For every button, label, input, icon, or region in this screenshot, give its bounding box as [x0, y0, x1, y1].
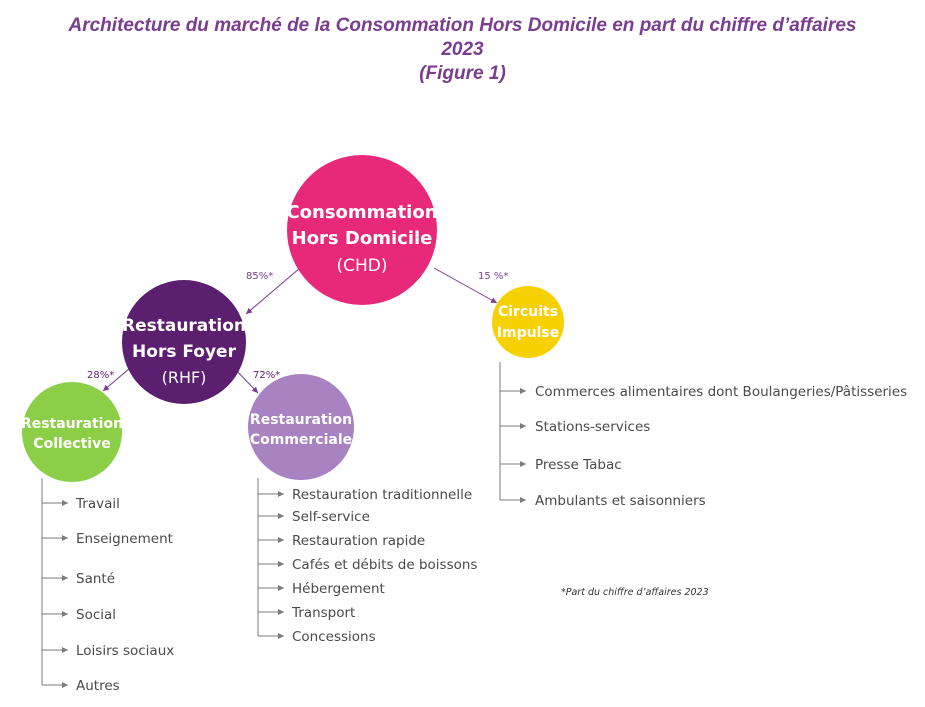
node-rhf: Restauration Hors Foyer (RHF) — [122, 280, 246, 404]
node-restauration-commerciale: Restauration Commerciale — [248, 374, 354, 480]
list-item-collective-4: Loisirs sociaux — [42, 643, 174, 659]
list-item-collective-0: Travail — [42, 496, 120, 512]
node-rhf-line1: Restauration — [122, 316, 246, 336]
node-collective-line2: Collective — [33, 436, 110, 452]
node-commerciale-line1: Restauration — [250, 412, 352, 428]
list-item-label: Commerces alimentaires dont Boulangeries… — [535, 384, 907, 400]
node-circuits-impulse: Circuits Impulse — [492, 286, 564, 358]
list-item-label: Stations-services — [535, 419, 650, 435]
list-item-commerciale-0: Restauration traditionnelle — [258, 487, 472, 503]
connector-chd-circuits — [433, 267, 498, 304]
node-commerciale-line2: Commerciale — [250, 432, 352, 448]
node-commerciale-circle — [248, 374, 354, 480]
list-item-label: Santé — [76, 571, 115, 587]
node-collective-circle — [22, 382, 122, 482]
list-item-collective-2: Santé — [42, 571, 115, 587]
list-item-collective-5: Autres — [42, 678, 120, 694]
list-item-circuits-1: Stations-services — [500, 419, 650, 435]
node-collective-line1: Restauration — [21, 416, 123, 432]
title-line-2: 2023 — [441, 39, 484, 60]
list-item-circuits-2: Presse Tabac — [500, 457, 622, 473]
node-restauration-collective: Restauration Collective — [21, 382, 123, 482]
list-commerciale: Restauration traditionnelle Self-service… — [257, 478, 477, 645]
list-circuits: Commerces alimentaires dont Boulangeries… — [499, 362, 907, 509]
list-item-label: Presse Tabac — [535, 457, 622, 473]
list-item-label: Concessions — [292, 629, 376, 645]
percent-circuits: 15 %* — [478, 271, 508, 282]
list-item-label: Autres — [76, 678, 120, 694]
node-chd-circle — [287, 155, 437, 305]
list-item-commerciale-2: Restauration rapide — [258, 533, 425, 549]
list-item-label: Loisirs sociaux — [76, 643, 174, 659]
node-chd-line2: Hors Domicile — [292, 228, 433, 249]
node-rhf-line2: Hors Foyer — [132, 342, 237, 362]
node-chd: Consommation Hors Domicile (CHD) — [286, 155, 438, 305]
list-item-circuits-3: Ambulants et saisonniers — [500, 493, 706, 509]
node-rhf-line3: (RHF) — [162, 368, 207, 387]
list-item-commerciale-5: Transport — [258, 605, 355, 621]
list-item-label: Restauration traditionnelle — [292, 487, 472, 503]
list-item-commerciale-6: Concessions — [258, 629, 376, 645]
connector-rhf-collective — [102, 367, 131, 392]
node-circuits-circle — [492, 286, 564, 358]
node-chd-line3: (CHD) — [336, 256, 387, 276]
list-item-label: Travail — [75, 496, 120, 512]
node-circuits-line2: Impulse — [497, 325, 559, 341]
connector-chd-rhf — [245, 267, 301, 315]
list-item-commerciale-4: Hébergement — [258, 581, 385, 597]
list-item-label: Cafés et débits de boissons — [292, 557, 477, 573]
list-item-label: Transport — [291, 605, 355, 621]
percent-collective: 28%* — [87, 370, 114, 381]
list-item-label: Self-service — [292, 509, 370, 525]
list-item-label: Restauration rapide — [292, 533, 425, 549]
list-item-commerciale-1: Self-service — [258, 509, 370, 525]
list-item-commerciale-3: Cafés et débits de boissons — [258, 557, 477, 573]
list-item-label: Hébergement — [292, 581, 385, 597]
node-rhf-circle — [122, 280, 246, 404]
percent-commerciale: 72%* — [253, 370, 280, 381]
list-item-collective-1: Enseignement — [42, 531, 173, 547]
node-circuits-line1: Circuits — [498, 304, 558, 320]
list-item-collective-3: Social — [42, 607, 116, 623]
title-line-1: Architecture du marché de la Consommatio… — [68, 15, 857, 36]
list-collective: Travail Enseignement Santé Social Loisir… — [41, 478, 174, 694]
title-line-3: (Figure 1) — [419, 63, 506, 84]
list-item-circuits-0: Commerces alimentaires dont Boulangeries… — [500, 384, 907, 400]
list-item-label: Ambulants et saisonniers — [535, 493, 706, 509]
list-item-label: Social — [76, 607, 116, 623]
list-item-label: Enseignement — [76, 531, 173, 547]
percent-rhf: 85%* — [246, 271, 273, 282]
footnote: *Part du chiffre d’affaires 2023 — [561, 587, 709, 598]
node-chd-line1: Consommation — [286, 202, 437, 223]
